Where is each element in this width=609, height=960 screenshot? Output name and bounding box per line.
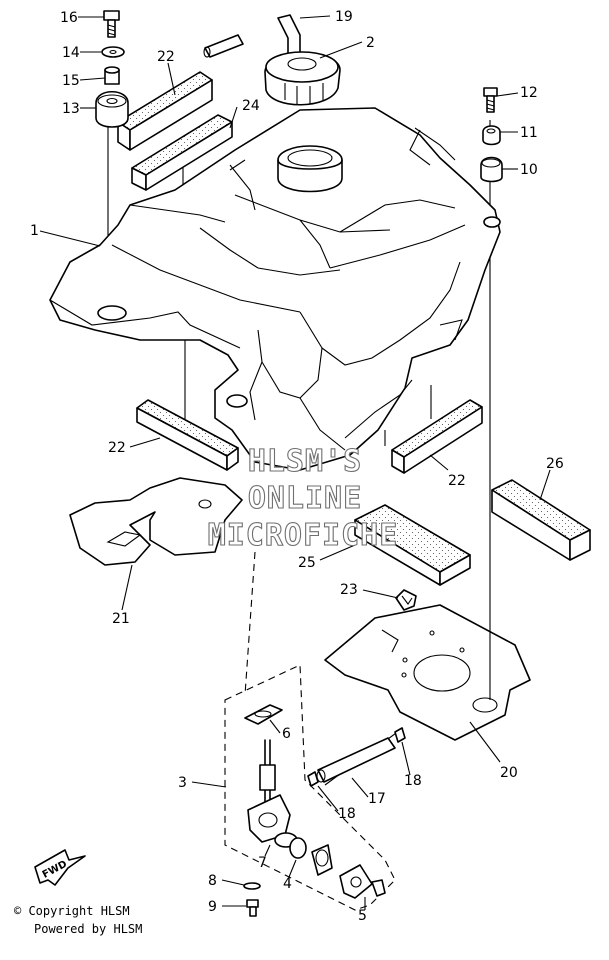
callout-18-upper: 18 — [404, 773, 422, 789]
callout-13: 13 — [62, 101, 80, 117]
watermark: HLSM'S ONLINE MICROFICHE — [207, 443, 399, 553]
callout-7: 7 — [258, 855, 267, 871]
part-2-fuel-cap — [264, 51, 341, 106]
part-23-clip — [395, 589, 417, 611]
callout-15: 15 — [62, 73, 80, 89]
copyright-text: © Copyright HLSM — [14, 904, 130, 918]
callout-17: 17 — [368, 791, 386, 807]
watermark-line-2: ONLINE — [248, 481, 362, 516]
callout-5: 5 — [358, 908, 367, 924]
callout-4: 4 — [283, 876, 292, 892]
callout-11: 11 — [520, 125, 538, 141]
callout-19: 19 — [335, 9, 353, 25]
callout-21: 21 — [112, 611, 130, 627]
callout-25: 25 — [298, 555, 316, 571]
powered-by-text: Powered by HLSM — [34, 922, 143, 936]
callout-20: 20 — [500, 765, 518, 781]
part-21-pad-plate — [69, 477, 243, 566]
watermark-line-1: HLSM'S — [248, 444, 362, 479]
callout-26: 26 — [546, 456, 564, 472]
callout-18-lower: 18 — [338, 806, 356, 822]
part-25-foam-block — [354, 504, 471, 586]
callout-8: 8 — [208, 873, 217, 889]
callout-numbers: 16 14 15 13 1 19 2 22 24 12 11 10 22 22 … — [30, 9, 564, 924]
callout-22-right: 22 — [448, 473, 466, 489]
right-mount-hardware — [480, 87, 503, 183]
left-mount-hardware — [95, 10, 129, 128]
callout-24: 24 — [242, 98, 260, 114]
callout-12: 12 — [520, 85, 538, 101]
part-26-foam-block — [491, 479, 591, 561]
callout-10: 10 — [520, 162, 538, 178]
part-1-fuel-tank — [49, 107, 501, 471]
callout-1: 1 — [30, 223, 39, 239]
callout-22-left: 22 — [108, 440, 126, 456]
watermark-line-3: MICROFICHE — [208, 518, 399, 553]
callout-3: 3 — [178, 775, 187, 791]
part-22-foam-left — [136, 399, 239, 471]
callout-6: 6 — [282, 726, 291, 742]
leader-lines — [39, 15, 551, 910]
callout-9: 9 — [208, 899, 217, 915]
callout-16: 16 — [60, 10, 78, 26]
fwd-arrow-badge: FWD — [34, 849, 86, 886]
part-3-fuel-cock-group — [224, 664, 396, 917]
part-22-foam-top — [117, 71, 213, 151]
part-22-foam-right — [391, 399, 483, 474]
callout-14: 14 — [62, 45, 80, 61]
part-20-bracket-plate — [324, 604, 531, 741]
callout-22-top: 22 — [157, 49, 175, 65]
part-17-fuel-hose — [307, 727, 406, 787]
callout-23: 23 — [340, 582, 358, 598]
callout-2: 2 — [366, 35, 375, 51]
